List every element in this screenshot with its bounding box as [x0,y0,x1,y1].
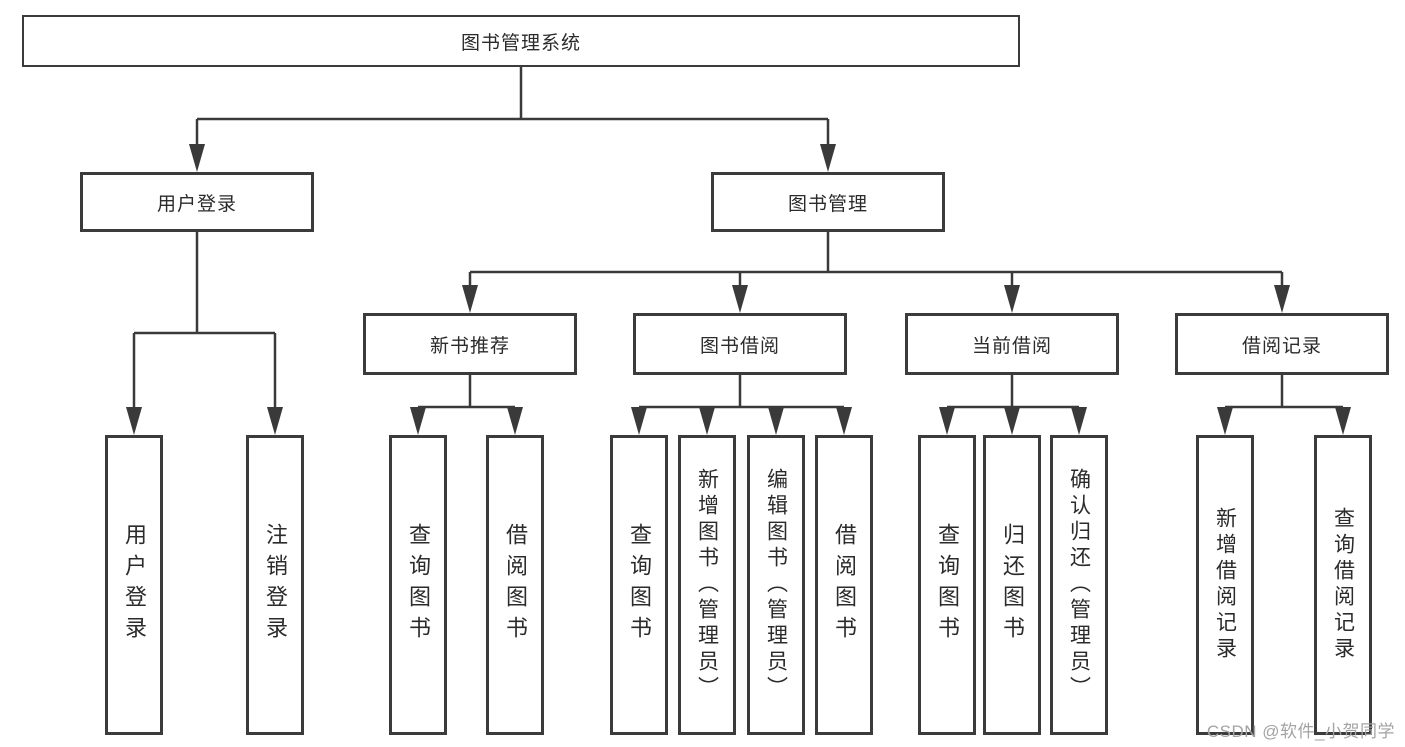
leaf-borrow-books-borrow: 借阅图书 [815,435,873,735]
node-book-management-label: 图书管理 [787,193,868,215]
leaf-user-login-label: 用户登录 [122,523,147,647]
watermark: CSDN @软件_小贺同学 [1206,722,1395,741]
leaf-query-books-borrow-label: 查询图书 [627,523,652,647]
node-user-login-label: 用户登录 [156,193,237,215]
leaf-logout-label: 注销登录 [263,523,288,647]
leaf-query-borrow-record-label: 查询借阅记录 [1331,507,1355,663]
node-new-book-recommend: 新书推荐 [363,313,577,375]
node-book-borrow-label: 图书借阅 [699,335,780,357]
node-borrow-records-label: 借阅记录 [1241,335,1322,357]
leaf-query-books-current-label: 查询图书 [935,523,960,647]
node-root: 图书管理系统 [22,15,1020,67]
leaf-query-books-recommend: 查询图书 [389,435,447,735]
leaf-add-book-admin-label: 新增图书（管理员） [695,468,719,702]
node-book-management: 图书管理 [711,172,945,232]
leaf-user-login: 用户登录 [105,435,163,735]
leaf-borrow-books-borrow-label: 借阅图书 [832,523,857,647]
node-root-label: 图书管理系统 [460,32,581,54]
leaf-confirm-return-admin: 确认归还（管理员） [1050,435,1108,735]
leaf-return-books-label: 归还图书 [1000,523,1025,647]
leaf-query-books-recommend-label: 查询图书 [406,523,431,647]
node-current-borrow-label: 当前借阅 [971,335,1052,357]
leaf-add-borrow-record-label: 新增借阅记录 [1213,507,1237,663]
node-book-borrow: 图书借阅 [633,313,847,375]
node-current-borrow: 当前借阅 [905,313,1119,375]
leaf-query-books-current: 查询图书 [918,435,976,735]
leaf-query-books-borrow: 查询图书 [610,435,668,735]
leaf-edit-book-admin-label: 编辑图书（管理员） [764,468,788,702]
node-new-book-recommend-label: 新书推荐 [429,335,510,357]
leaf-edit-book-admin: 编辑图书（管理员） [747,435,805,735]
leaf-borrow-books-recommend: 借阅图书 [486,435,544,735]
leaf-logout: 注销登录 [246,435,304,735]
leaf-confirm-return-admin-label: 确认归还（管理员） [1067,468,1091,702]
leaf-borrow-books-recommend-label: 借阅图书 [503,523,528,647]
leaf-add-book-admin: 新增图书（管理员） [678,435,736,735]
node-user-login: 用户登录 [80,172,314,232]
leaf-add-borrow-record: 新增借阅记录 [1196,435,1254,735]
leaf-return-books: 归还图书 [983,435,1041,735]
node-borrow-records: 借阅记录 [1175,313,1389,375]
leaf-query-borrow-record: 查询借阅记录 [1314,435,1372,735]
